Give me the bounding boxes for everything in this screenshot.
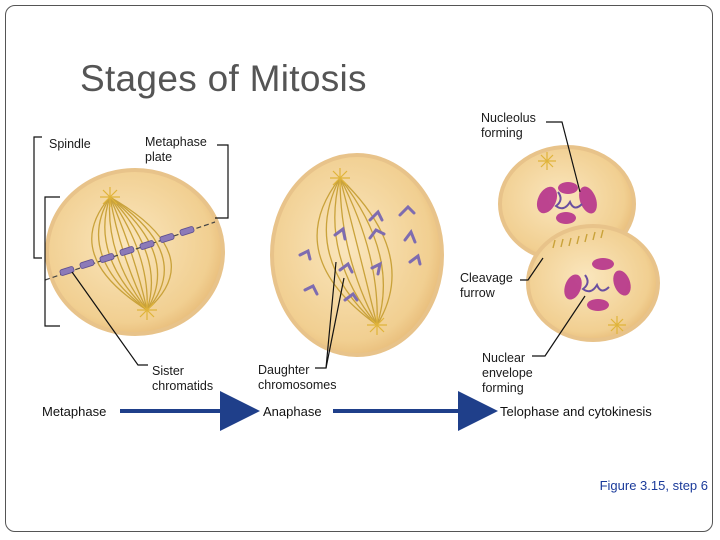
stage-anaphase: Anaphase bbox=[263, 404, 322, 419]
metaphase-cell bbox=[44, 168, 225, 336]
nucleolus-forming-label: Nucleolus forming bbox=[481, 111, 536, 140]
stage-telophase: Telophase and cytokinesis bbox=[500, 404, 652, 419]
spindle-label: Spindle bbox=[49, 137, 91, 151]
figure-reference: Figure 3.15, step 6 bbox=[599, 478, 708, 493]
cleavage-furrow-label: Cleavage furrow bbox=[460, 271, 513, 300]
stage-metaphase: Metaphase bbox=[42, 404, 107, 419]
telophase-cells bbox=[498, 145, 660, 342]
sister-chromatids-label: Sister chromatids bbox=[152, 364, 214, 393]
nuclear-envelope-forming-label: Nuclear envelope forming bbox=[482, 351, 533, 395]
slide-title: Stages of Mitosis bbox=[80, 58, 367, 99]
metaphase-plate-label: Metaphase plate bbox=[145, 135, 207, 164]
daughter-chromosomes-label: Daughter chromosomes bbox=[258, 363, 337, 392]
slide-frame bbox=[5, 5, 713, 532]
spindle-bracket bbox=[33, 136, 60, 327]
anaphase-cell bbox=[270, 153, 444, 357]
